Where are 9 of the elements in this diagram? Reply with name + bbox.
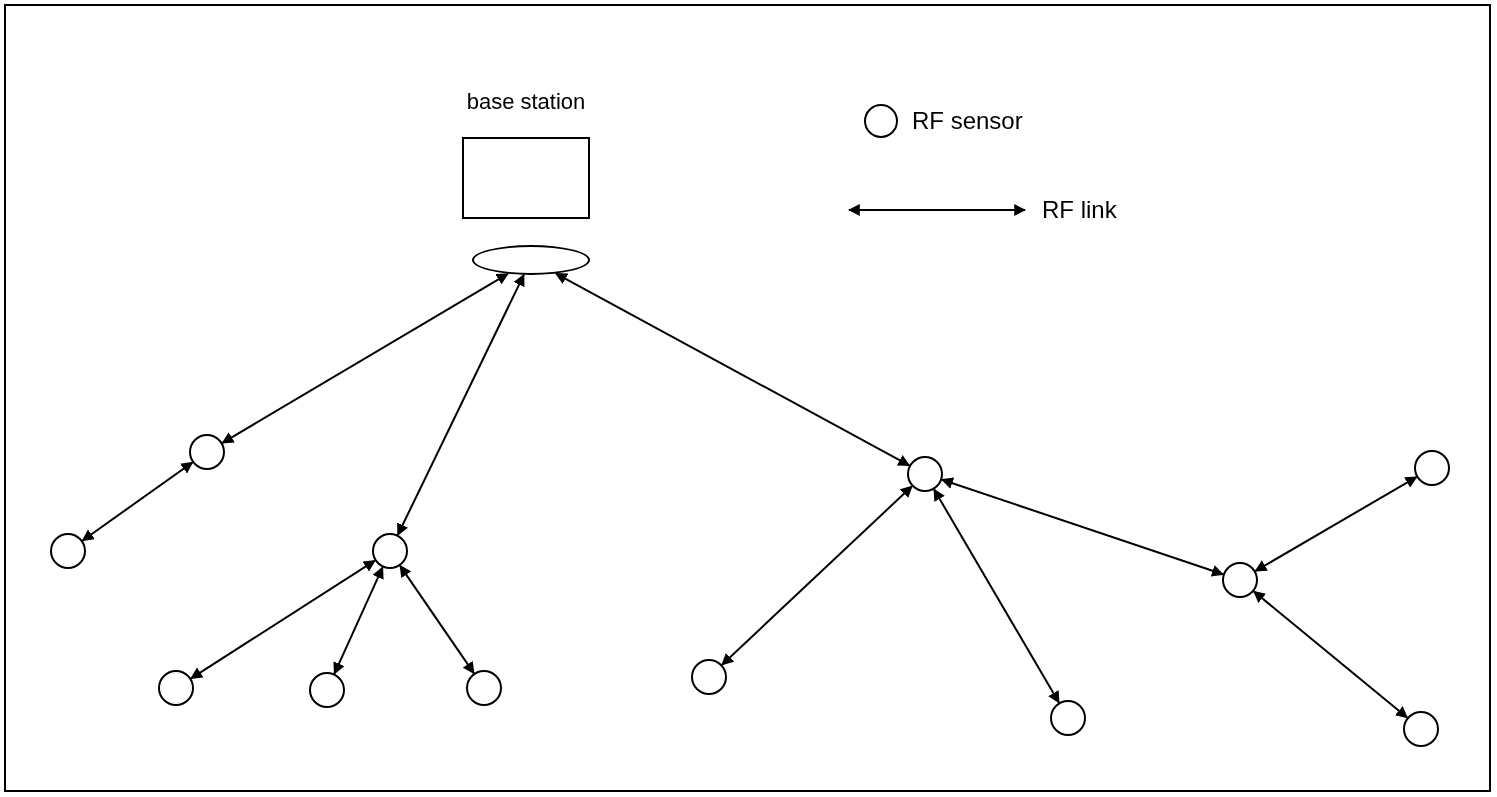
node-label: base station xyxy=(466,91,586,113)
double-arrow xyxy=(721,485,913,666)
legend-label: RF link xyxy=(1042,198,1117,222)
legend-label: RF sensor xyxy=(912,109,1023,133)
double-arrow xyxy=(1252,590,1409,719)
double-arrow xyxy=(396,273,525,536)
double-arrow xyxy=(190,559,376,680)
double-arrow xyxy=(81,461,194,542)
double-arrow xyxy=(221,272,509,444)
